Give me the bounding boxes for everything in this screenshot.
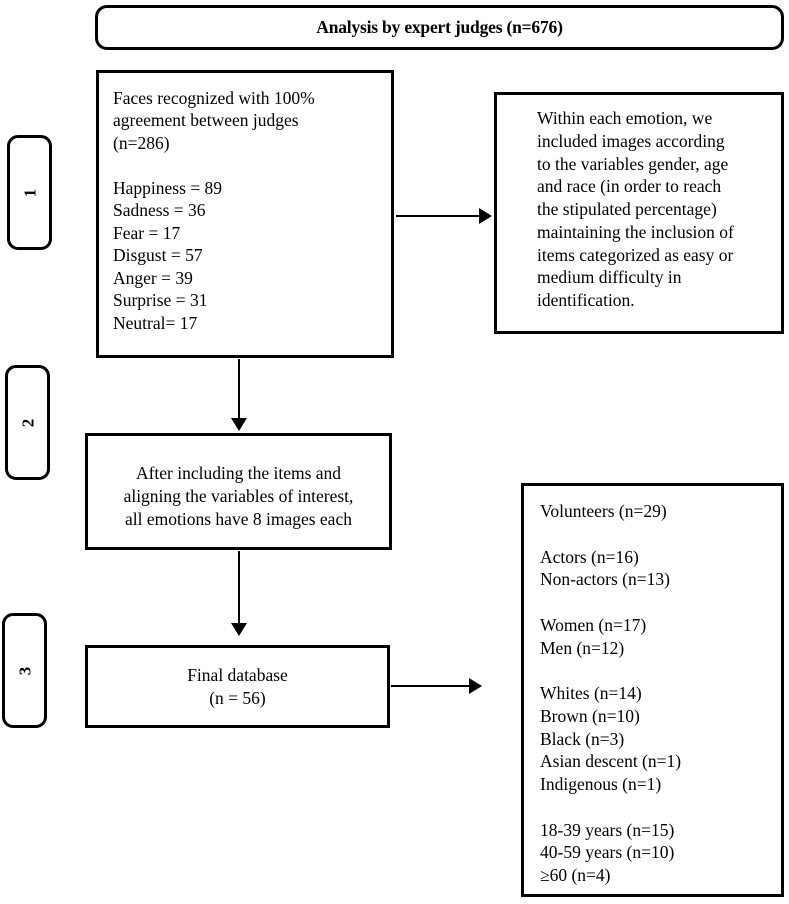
inclusion-criteria-box: Within each emotion, we included images …	[494, 92, 784, 334]
connector-faces-to-inclusion-arrowhead-icon	[479, 208, 492, 224]
connector-faces-to-after-line	[238, 359, 240, 419]
step-number-3: 3	[15, 666, 34, 675]
header-title: Analysis by expert judges (n=676)	[316, 17, 563, 37]
inclusion-criteria-text: Within each emotion, we included images …	[537, 108, 734, 310]
connector-final-to-demographics-arrowhead-icon	[469, 678, 482, 694]
step-chip-1: 1	[7, 135, 52, 250]
step-chip-2: 2	[5, 365, 50, 480]
connector-after-to-final-arrowhead-icon	[231, 623, 247, 636]
final-database-text: Final database (n = 56)	[187, 665, 288, 709]
connector-after-to-final-line	[238, 551, 240, 624]
connector-faces-to-inclusion-line	[396, 215, 480, 217]
faces-recognized-box: Faces recognized with 100% agreement bet…	[96, 70, 394, 358]
final-database-box: Final database (n = 56)	[85, 645, 390, 728]
connector-faces-to-after-arrowhead-icon	[231, 418, 247, 431]
demographics-box: Volunteers (n=29) Actors (n=16) Non-acto…	[521, 483, 784, 897]
demographics-text: Volunteers (n=29) Actors (n=16) Non-acto…	[540, 501, 682, 885]
step-number-2: 2	[18, 418, 37, 427]
connector-final-to-demographics-line	[391, 685, 470, 687]
step-chip-3: 3	[2, 613, 47, 728]
header-box: Analysis by expert judges (n=676)	[95, 5, 784, 50]
step-number-1: 1	[20, 188, 39, 197]
after-including-text: After including the items and aligning t…	[123, 463, 354, 530]
faces-recognized-text: Faces recognized with 100% agreement bet…	[113, 88, 315, 333]
after-including-box: After including the items and aligning t…	[85, 433, 392, 550]
